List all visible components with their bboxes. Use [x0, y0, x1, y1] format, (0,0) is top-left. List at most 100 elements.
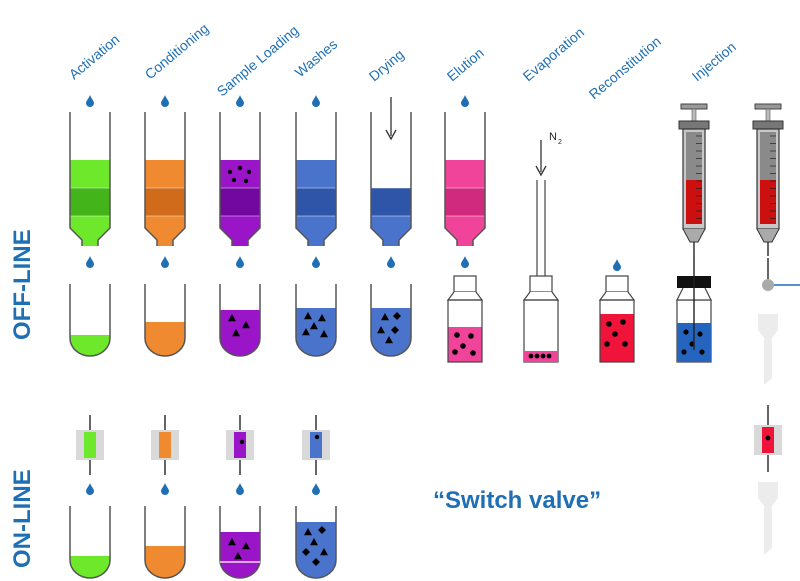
- online-tube-conditioning: [144, 506, 186, 579]
- online-tube-sample-loading: [219, 506, 261, 579]
- droplet-icon: [387, 256, 395, 268]
- droplet-icon: [86, 256, 94, 268]
- sorbent-bed: [145, 188, 185, 216]
- particle-dot: [454, 332, 460, 338]
- vial-neck: [446, 291, 484, 301]
- particle-dot: [622, 341, 628, 347]
- particle-triangle: [377, 326, 385, 334]
- vial-cap: [529, 275, 553, 293]
- sorbent-bed: [220, 188, 260, 216]
- cartridge-elution: [444, 112, 486, 246]
- particle-dot: [606, 321, 612, 327]
- syringe-sample: [760, 180, 776, 224]
- vial-cap: [453, 275, 477, 293]
- tube-outline: [295, 284, 337, 357]
- droplet-icon: [461, 95, 469, 107]
- barrel-flange: [678, 120, 710, 130]
- particle-dot: [246, 169, 252, 175]
- particle-triangle: [234, 552, 242, 560]
- cartridge-sorbent: [234, 432, 246, 458]
- droplet-icon: [461, 256, 469, 268]
- particle-dot: [227, 169, 233, 175]
- syringe-sample: [686, 180, 702, 224]
- online-tube-activation: [69, 506, 111, 579]
- step-label-activation: Activation: [66, 31, 123, 82]
- tube-liquid: [296, 308, 336, 356]
- tube-liquid: [145, 322, 185, 356]
- syringe-tip: [756, 228, 780, 243]
- sorbent-bed: [70, 188, 110, 216]
- online-cartridge-conditioning: [151, 415, 179, 475]
- plunger-rod: [691, 108, 697, 122]
- droplet-icon: [236, 95, 244, 107]
- particle-triangle: [385, 336, 393, 344]
- particle-dot: [528, 353, 534, 359]
- tube-outline: [144, 506, 186, 579]
- droplet-icon: [312, 95, 320, 107]
- tube-washes: [295, 284, 337, 357]
- cartridge-sorbent: [159, 432, 171, 458]
- cartridge-drying: [370, 112, 412, 246]
- sorbent-bed: [296, 188, 336, 216]
- particle-triangle: [320, 548, 328, 556]
- tube-outline: [370, 284, 412, 357]
- plunger-body: [686, 132, 702, 180]
- particle-triangle: [242, 542, 250, 550]
- vial-neck: [522, 291, 560, 301]
- cartridge-washes: [295, 112, 337, 246]
- cartridge-outline: [219, 112, 261, 246]
- step-label-injection: Injection: [689, 39, 739, 85]
- particle-triangle: [228, 538, 236, 546]
- cartridge-outline: [370, 112, 412, 246]
- vial-body: [599, 299, 635, 363]
- switch-valve-label: “Switch valve”: [433, 487, 601, 514]
- particle-dot: [683, 329, 689, 335]
- droplet-icon: [161, 256, 169, 268]
- particle-dot: [604, 341, 610, 347]
- particle-triangle: [381, 313, 389, 321]
- sorbent-bed: [371, 188, 411, 216]
- cartridge-outline: [144, 112, 186, 246]
- cartridge-sample-loading: [219, 112, 261, 246]
- nitrogen-label: N 2: [549, 131, 562, 146]
- tube-liquid: [296, 522, 336, 578]
- vial-evaporation: [522, 275, 560, 363]
- cartridge-conditioning: [144, 112, 186, 246]
- droplet-icon: [86, 483, 94, 495]
- particle-triangle: [232, 329, 240, 337]
- particle-triangle: [242, 321, 250, 329]
- plunger-handle: [680, 103, 708, 110]
- tube-activation: [69, 284, 111, 357]
- tube-liquid: [70, 556, 110, 578]
- barrel-flange: [752, 120, 784, 130]
- particle-dot: [468, 333, 474, 339]
- particle-triangle: [318, 314, 326, 322]
- plunger-rod: [765, 108, 771, 122]
- particle-diamond: [318, 526, 326, 534]
- vial-cap: [605, 275, 629, 293]
- drying-arrow-head: [385, 129, 397, 141]
- particle-dot: [699, 349, 705, 355]
- particle-dot: [612, 331, 618, 337]
- particle-dot: [534, 353, 540, 359]
- particle-dot: [231, 177, 237, 183]
- droplet-icon: [236, 483, 244, 495]
- syringe-online: [752, 103, 784, 256]
- online-cartridge-activation: [76, 415, 104, 475]
- particle-triangle: [310, 538, 318, 546]
- particle-diamond: [391, 326, 399, 334]
- droplet-icon: [161, 95, 169, 107]
- nitrogen-arrow-head: [535, 165, 547, 177]
- tube-sample-loading: [219, 284, 261, 357]
- particle-dot: [314, 434, 320, 440]
- cartridge-outline: [444, 112, 486, 246]
- particle-dot: [452, 349, 458, 355]
- online-injector-port: [758, 482, 778, 555]
- particle-triangle: [304, 312, 312, 320]
- syringe-injection: [678, 103, 710, 256]
- cartridge-sorbent: [310, 432, 322, 458]
- particle-triangle: [310, 322, 318, 330]
- vial-reconstitution: [598, 275, 636, 363]
- particle-dot: [243, 178, 249, 184]
